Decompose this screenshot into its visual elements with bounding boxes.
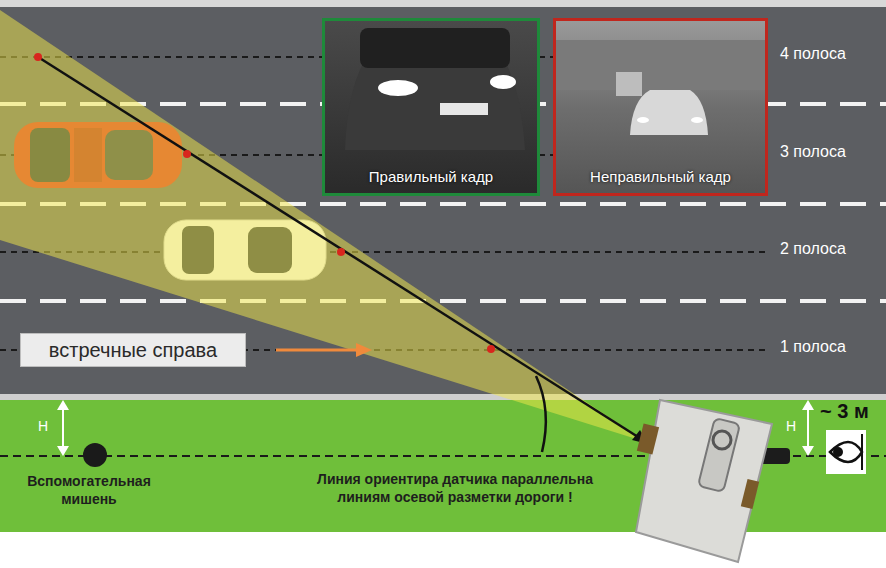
direction-box: встречные справа xyxy=(20,333,246,367)
target-label: Вспомогательная мишень xyxy=(14,472,164,508)
lane-label: 4 полоса xyxy=(780,45,846,63)
dimension-label: H xyxy=(38,418,48,434)
lane-label: 2 полоса xyxy=(780,240,846,258)
node-text: Неправильный кадр xyxy=(590,168,731,185)
lane-label: 3 полоса xyxy=(780,143,846,161)
dimension-label: H xyxy=(786,418,796,434)
node-text: встречные справа xyxy=(49,339,217,362)
note-text: Линия ориентира датчика параллельна лини… xyxy=(290,470,620,506)
lane-label: 1 полоса xyxy=(780,338,846,356)
node-text: Правильный кадр xyxy=(369,168,493,185)
dimension-label: ~ 3 м xyxy=(820,400,869,423)
photo-frame: Правильный кадр xyxy=(322,18,540,196)
photo-frame: Неправильный кадр xyxy=(553,18,768,196)
